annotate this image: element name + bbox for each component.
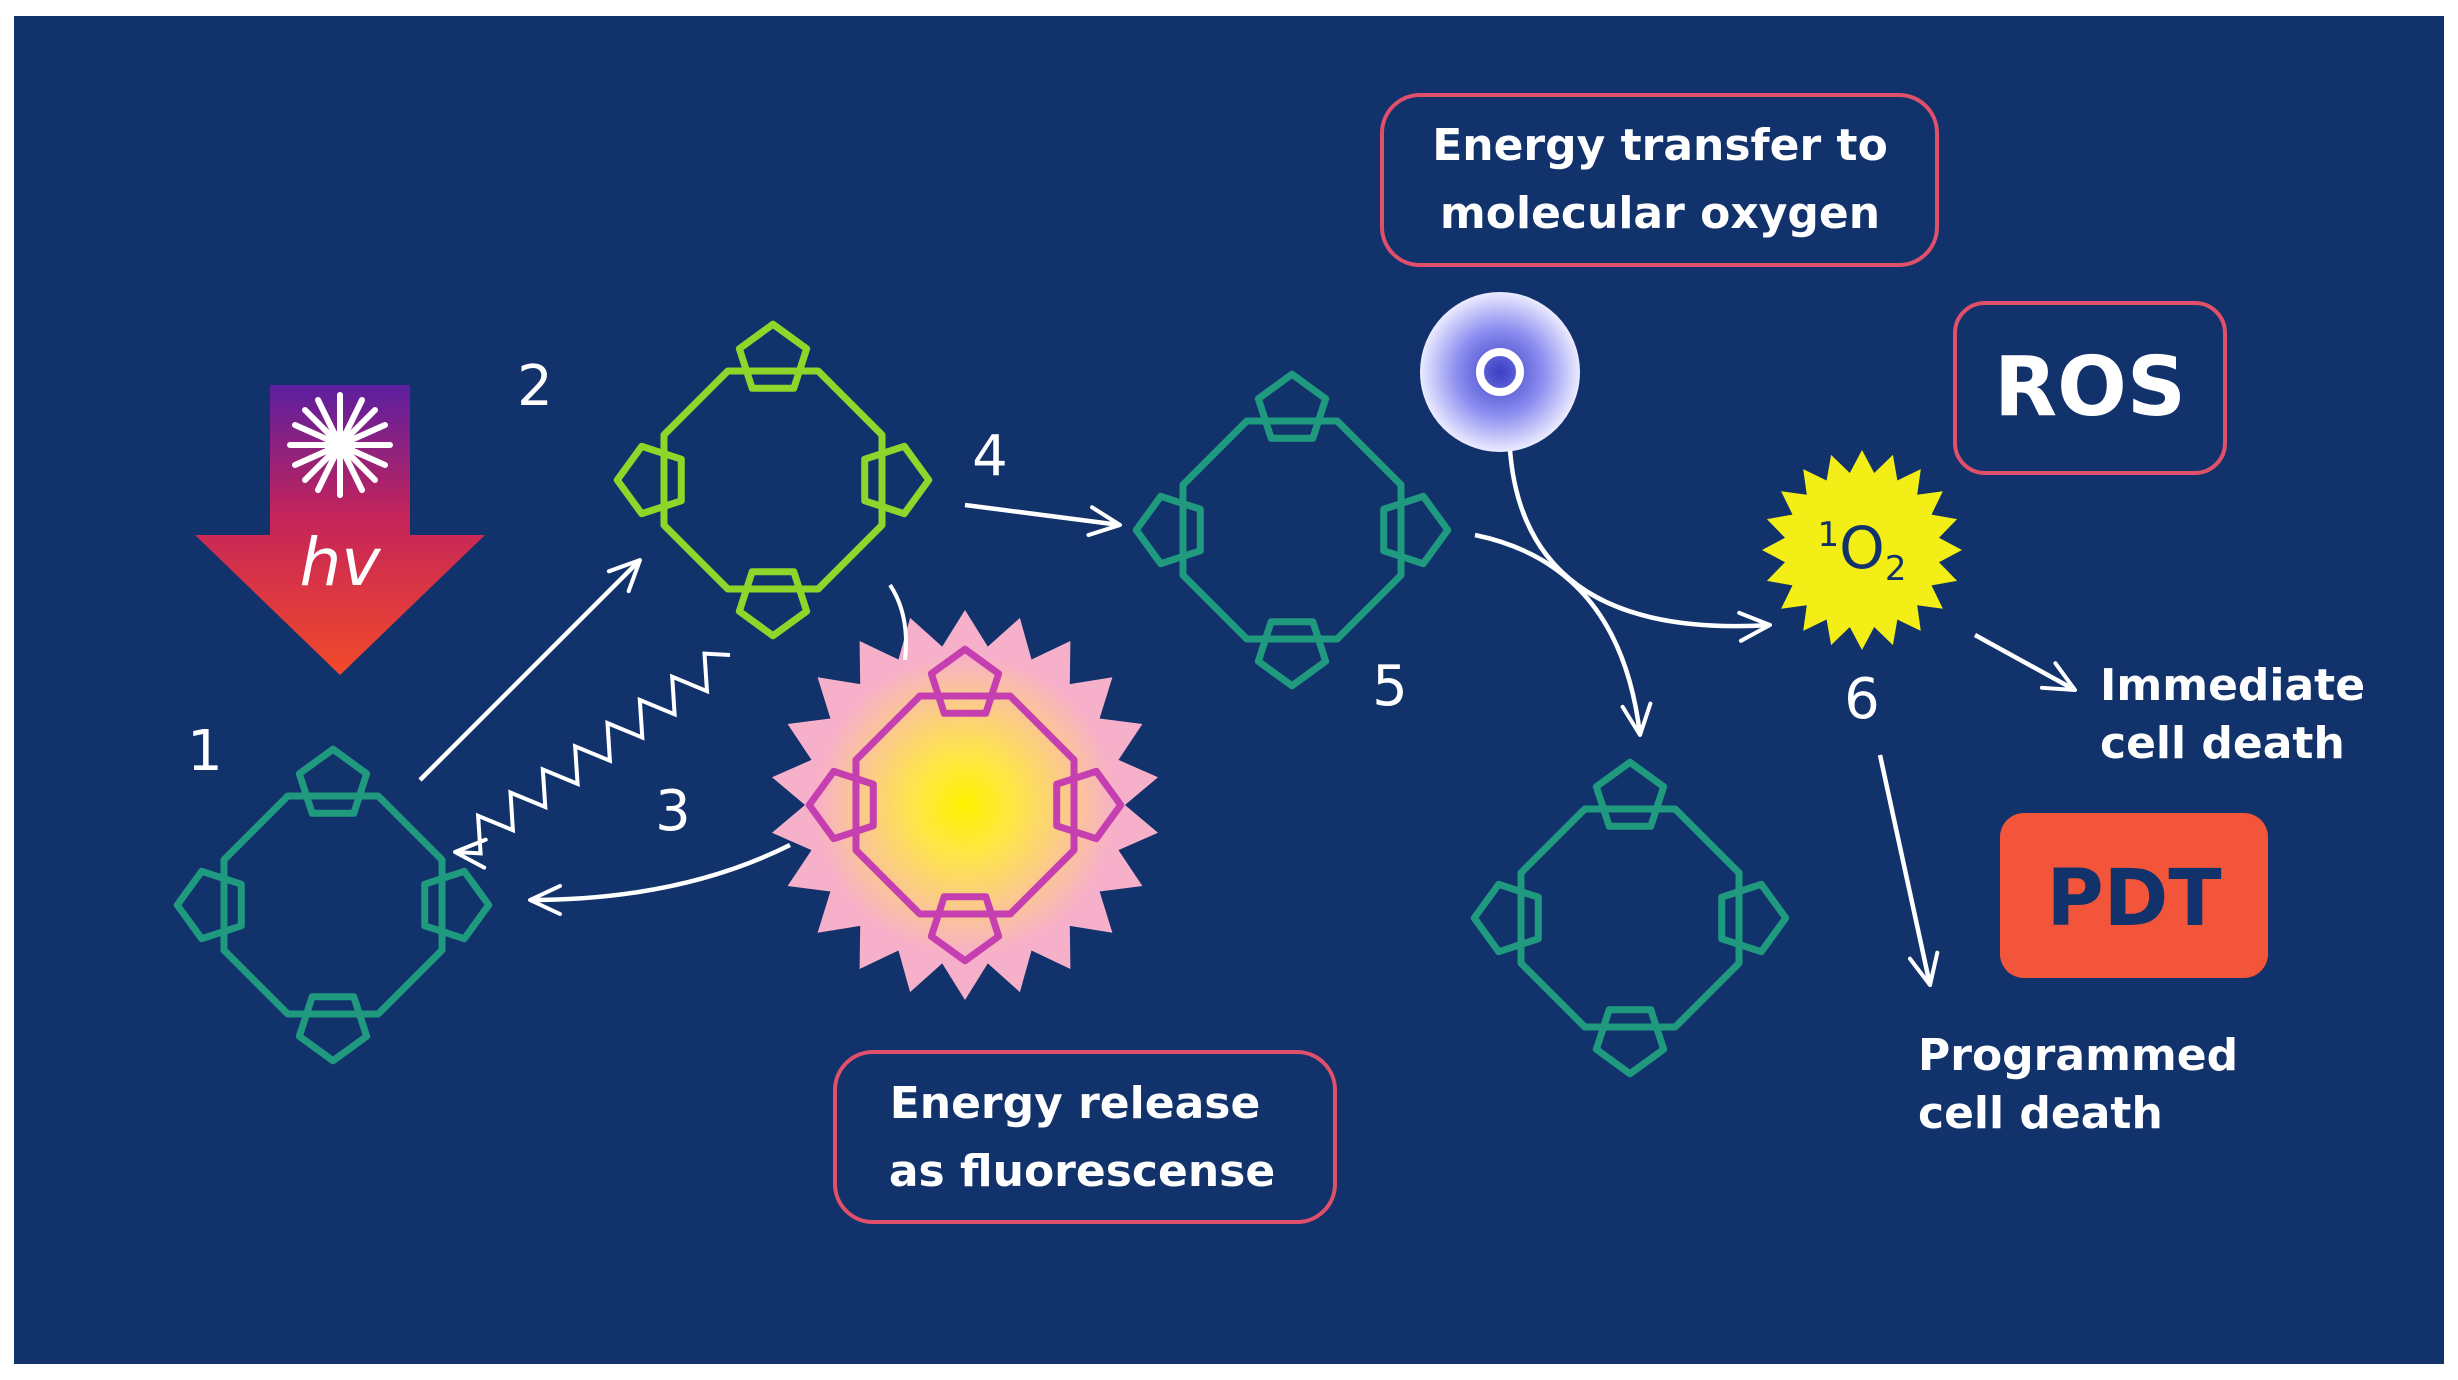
- singlet-oxygen-subscript: 2: [1885, 549, 1907, 589]
- light-symbol: hv: [300, 524, 382, 601]
- pyrrole-lobe: [1592, 758, 1668, 830]
- energy-release-line-2: as fluorescense: [889, 1146, 1275, 1197]
- ros-box: ROS: [1953, 301, 2227, 475]
- step-number-2: 2: [517, 354, 553, 419]
- fluorescence-return-arrow: [528, 842, 792, 916]
- pdt-label: PDT: [2046, 854, 2221, 944]
- pyrrole-lobe: [1053, 767, 1125, 843]
- relaxation-wave-arrow: [453, 651, 731, 870]
- oxygen-conversion-arrow: [1507, 449, 1772, 643]
- pyrrole-lobe: [735, 320, 811, 392]
- pyrrole-lobe: [1592, 1006, 1668, 1078]
- immediate-death-line-2: cell death: [2100, 718, 2345, 769]
- pyrrole-lobe: [1470, 880, 1542, 956]
- step-number-4: 4: [972, 424, 1008, 489]
- immediate-death-line-1: Immediate: [2100, 660, 2365, 711]
- pdt-box: PDT: [2000, 813, 2268, 978]
- pyrrole-lobe: [613, 442, 685, 518]
- triplet-photosensitizer: [1132, 370, 1452, 690]
- oxygen-atom-icon: [1420, 292, 1580, 452]
- pyrrole-lobe: [295, 993, 371, 1065]
- laser-burst-icon: [287, 392, 393, 498]
- ground-state-photosensitizer: [173, 745, 493, 1065]
- pyrrole-lobe: [295, 745, 371, 817]
- light-arrow-icon: hv: [195, 385, 485, 675]
- pyrrole-lobe: [805, 767, 877, 843]
- energy-release-box: Energy release as fluorescense: [833, 1050, 1337, 1224]
- pyrrole-lobe: [1254, 370, 1330, 442]
- pyrrole-lobe: [1380, 492, 1452, 568]
- pyrrole-lobe: [1254, 618, 1330, 690]
- energy-transfer-line-1: Energy transfer to: [1432, 120, 1888, 171]
- molecule-ring: [852, 692, 1078, 918]
- programmed-death-line-2: cell death: [1918, 1088, 2163, 1139]
- excited-photosensitizer: [613, 320, 933, 640]
- excitation-arrow: [418, 558, 642, 782]
- pyrrole-lobe: [861, 442, 933, 518]
- pyrrole-lobe: [173, 867, 245, 943]
- regeneration-arrow: [1474, 532, 1653, 737]
- singlet-oxygen-label: 1O2: [1818, 514, 1907, 589]
- energy-transfer-box: Energy transfer to molecular oxygen: [1380, 93, 1939, 267]
- molecule-ring: [1179, 417, 1405, 643]
- step-number-1: 1: [187, 719, 223, 784]
- programmed-death-line-1: Programmed: [1918, 1030, 2238, 1081]
- energy-transfer-line-2: molecular oxygen: [1440, 188, 1880, 239]
- step-number-5: 5: [1372, 654, 1408, 719]
- singlet-oxygen-base: O: [1839, 514, 1885, 582]
- molecule-ring: [220, 792, 446, 1018]
- pyrrole-lobe: [927, 893, 1003, 965]
- step-number-6: 6: [1844, 667, 1880, 732]
- regenerated-photosensitizer: [1470, 758, 1790, 1078]
- pyrrole-lobe: [421, 867, 493, 943]
- pyrrole-lobe: [735, 568, 811, 640]
- ros-label: ROS: [1994, 340, 2186, 435]
- fluorescence-decay-line: [888, 583, 908, 661]
- programmed-death-arrow: [1877, 754, 1940, 987]
- singlet-oxygen-burst-icon: 1O2: [1762, 450, 1962, 650]
- step-number-3: 3: [655, 779, 691, 844]
- fluorescence-burst-icon: [772, 610, 1158, 1000]
- molecule-ring: [1517, 805, 1743, 1031]
- energy-release-line-1: Energy release: [890, 1078, 1261, 1129]
- singlet-oxygen-superscript: 1: [1818, 515, 1840, 555]
- pyrrole-lobe: [1718, 880, 1790, 956]
- immediate-death-arrow: [1973, 633, 2077, 692]
- molecule-ring: [660, 367, 886, 593]
- pyrrole-lobe: [1132, 492, 1204, 568]
- pyrrole-lobe: [927, 645, 1003, 717]
- intersystem-crossing-arrow: [964, 502, 1122, 538]
- fluorescent-photosensitizer: [805, 645, 1125, 965]
